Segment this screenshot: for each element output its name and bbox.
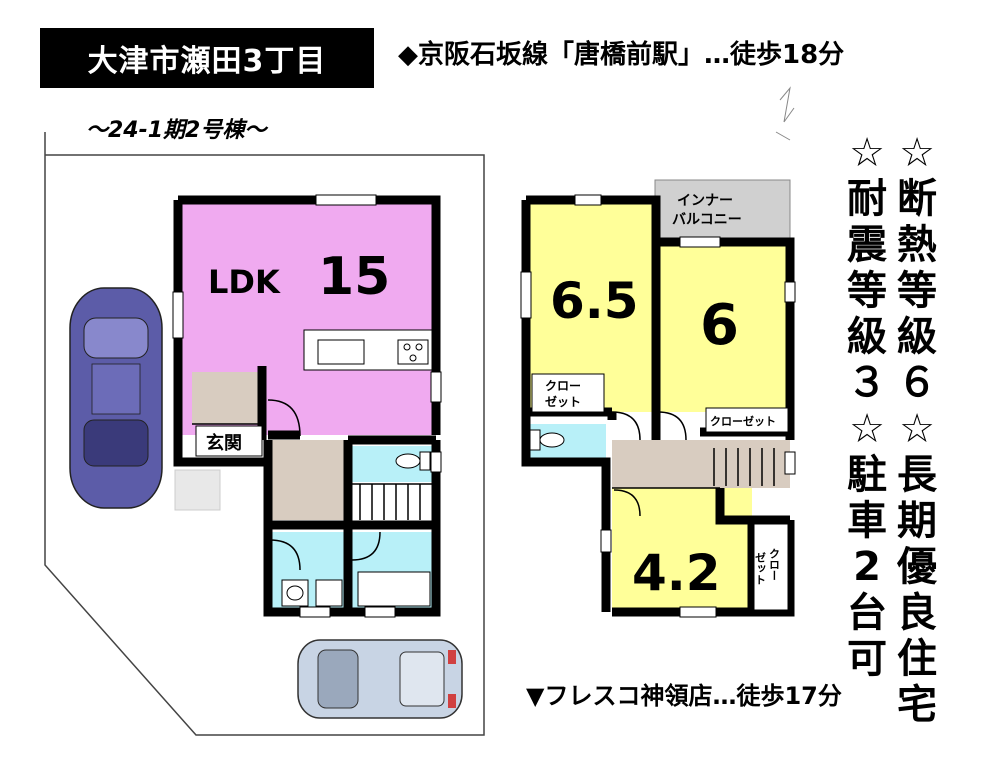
station-info: ◆京阪石坂線「唐橋前駅」…徒歩18分 (398, 40, 845, 70)
floor1-hall (268, 440, 348, 520)
inner-balcony-label-1: インナー (677, 193, 733, 209)
closet-b-label: クローゼット (710, 414, 776, 428)
closet-c-label-2: ゼット (754, 551, 767, 585)
entrance-hall-floor (192, 372, 264, 424)
feature-char: 住 (897, 636, 937, 682)
feature-char: ３ (847, 360, 887, 406)
feature-char: 期 (897, 498, 937, 544)
room-4.2-label: 4.2 (632, 544, 721, 602)
closet-b (705, 407, 789, 433)
floor1-plan: LDK 15 玄関 (172, 194, 442, 618)
toilet-icon (395, 451, 431, 471)
bedroom-4.2 (612, 488, 752, 608)
address-title: 大津市瀬田3丁目 (87, 44, 327, 79)
closet-a (531, 373, 605, 413)
stove-icon (397, 339, 429, 365)
inner-balcony (654, 179, 791, 239)
room-6.5-label: 6.5 (550, 272, 639, 330)
feature-char: ☆ (849, 406, 885, 452)
site-boundary (44, 132, 485, 736)
feature-char: 級 (847, 314, 887, 360)
closet-a-label-2: ゼット (545, 394, 581, 409)
closet-a-label-1: クロー (545, 379, 581, 393)
feature-char: 優 (897, 544, 937, 590)
feature-char: 熱 (897, 222, 937, 268)
feature-char: 震 (847, 222, 887, 268)
lot-number: ～24-1期2号棟～ (86, 118, 267, 143)
feature-char: 車 (847, 498, 887, 544)
feature-char: 等 (897, 268, 937, 314)
feature-char: 断 (897, 176, 937, 222)
north-arrow-icon (775, 86, 795, 141)
feature-char: 級 (897, 314, 937, 360)
staircase-floor1 (350, 484, 434, 520)
ldk-label: LDK (208, 263, 281, 301)
address-title-box: 大津市瀬田3丁目 (40, 28, 374, 88)
inner-balcony-label-2: バルコニー (672, 212, 742, 228)
closet-c (753, 523, 789, 611)
washing-machine-icon (315, 579, 343, 607)
feature-char: 等 (847, 268, 887, 314)
feature-char: ☆ (899, 406, 935, 452)
washbasin-icon (281, 579, 309, 607)
ldk-size: 15 (318, 247, 390, 307)
feature-char: 可 (847, 636, 887, 682)
feature-char: ☆ (899, 130, 935, 176)
bathtub-icon (357, 571, 431, 607)
feature-char: 台 (847, 590, 887, 636)
porch-tile (174, 469, 221, 511)
closet-c-label-1: クロー (768, 548, 781, 581)
feature-char: 良 (897, 590, 937, 636)
feature-char: ☆ (849, 130, 885, 176)
feature-char: 2 (853, 544, 881, 590)
feature-char: 駐 (847, 452, 887, 498)
entrance-label: 玄関 (206, 432, 242, 454)
bedroom-6 (660, 242, 790, 412)
floor2-plan: インナー バルコニー 6.5 6 4.2 クロー ゼット クローゼット クロー … (520, 179, 796, 618)
feature-char: 宅 (897, 682, 937, 728)
feature-char: 耐 (847, 176, 887, 222)
parked-car-icon (69, 287, 163, 509)
feature-char: ６ (897, 360, 937, 406)
nearby-shop-info: ▼フレスコ神領店…徒歩17分 (526, 682, 842, 710)
toilet2-icon (529, 429, 565, 451)
feature-char: 長 (897, 452, 937, 498)
floor2-hall (612, 440, 790, 488)
room-6-label: 6 (700, 293, 739, 358)
parked-car-silver-icon (297, 639, 463, 719)
kitchen-sink-icon (317, 339, 365, 365)
